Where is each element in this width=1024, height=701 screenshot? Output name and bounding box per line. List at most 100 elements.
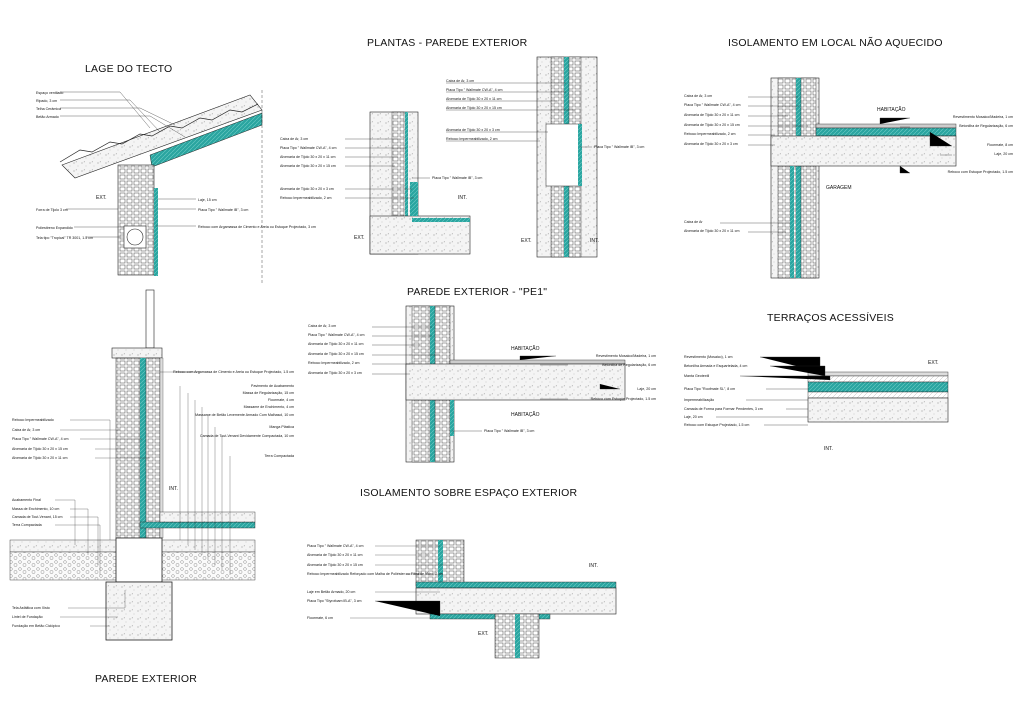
section-lage-do-tecto: LAGE DO TECTO EXT. Espaço ventilado Ripa… (36, 63, 316, 285)
svg-text:Reboco Impermeabilizado Reforç: Reboco Impermeabilizado Reforçado com Ma… (307, 572, 443, 576)
plantas-right-labels: Caixa de Ar, 3 cm Placa Tipo " Wallmate … (446, 79, 644, 149)
svg-text:Alvenaria de Tijolo 30 x 20 x: Alvenaria de Tijolo 30 x 20 x 15 cm (12, 447, 68, 451)
int-label-espaco: INT. (589, 563, 598, 569)
int-label-parede: INT. (169, 486, 178, 492)
svg-text:Reboco com Estuque Projectado,: Reboco com Estuque Projectado, 1.5 cm (684, 423, 749, 427)
svg-text:Espaço ventilado: Espaço ventilado (36, 91, 63, 95)
svg-text:Placa Tipo " Wallmate CW-A", 4: Placa Tipo " Wallmate CW-A", 4 cm (684, 103, 740, 107)
garagem-label: GARAGEM (826, 185, 852, 191)
parede-brick-outer (115, 357, 141, 539)
svg-text:Reboco com Estuque Projectado,: Reboco com Estuque Projectado, 1.5 cm (948, 170, 1013, 174)
svg-text:Pavimento de Acabamento: Pavimento de Acabamento (251, 384, 294, 388)
svg-text:Placa Tipo " Wallmate CW-A", 4: Placa Tipo " Wallmate CW-A", 4 cm (307, 544, 363, 548)
svg-text:Alvenaria de Tijolo 30 x 20 x: Alvenaria de Tijolo 30 x 20 x 11 cm (307, 553, 362, 557)
espaco-labels: Placa Tipo " Wallmate CW-A", 4 cm Alvena… (307, 544, 443, 620)
svg-text:Betonilha de Regularização, 6: Betonilha de Regularização, 6 cm (959, 124, 1013, 128)
svg-text:Tela Asfáltica com Xisto: Tela Asfáltica com Xisto (12, 606, 50, 610)
parede-left-labels: Reboco Impermeabilizado Caixa de Ar, 3 c… (12, 418, 68, 628)
svg-text:Tela tipo "Tropical" TR 3001,: Tela tipo "Tropical" TR 3001, 1.5 cm (36, 236, 93, 240)
svg-text:Placa Tipo " Wallmate IB", 3 c: Placa Tipo " Wallmate IB", 3 cm (198, 208, 248, 212)
svg-text:Massame de Betão Levemente Arm: Massame de Betão Levemente Armado Com Ma… (195, 413, 294, 417)
habitacao-label-na: HABITAÇÃO (877, 106, 906, 113)
svg-text:Betão Armado: Betão Armado (36, 115, 59, 119)
svg-text:Caixa de Ar: Caixa de Ar (684, 220, 703, 224)
title-parede-exterior: PAREDE EXTERIOR (95, 673, 197, 685)
svg-text:Alvenaria de Tijolo 30 x 20 x: Alvenaria de Tijolo 30 x 20 x 15 cm (308, 352, 364, 356)
svg-text:Placa Tipo " Wallmate IB", 3 c: Placa Tipo " Wallmate IB", 3 cm (594, 145, 644, 149)
int-label-plantas-2: INT. (590, 238, 599, 244)
wall-insulation (154, 188, 158, 276)
ext-label-lage: EXT. (96, 195, 107, 201)
svg-text:Impermeabilização: Impermeabilização (684, 398, 714, 402)
svg-text:Caixa de Ar, 3 cm: Caixa de Ar, 3 cm (684, 94, 712, 98)
svg-text:Alvenaria de Tijolo 30 x 20 x: Alvenaria de Tijolo 30 x 20 x 15 cm (307, 563, 363, 567)
svg-text:Fundação em Betão Ciclópico: Fundação em Betão Ciclópico (12, 624, 60, 628)
svg-text:Caixa de Ar, 3 cm: Caixa de Ar, 3 cm (280, 137, 308, 141)
svg-text:Lintel de Fundação: Lintel de Fundação (12, 615, 43, 619)
svg-text:Reboco Impermeabilizado, 2 cm: Reboco Impermeabilizado, 2 cm (446, 137, 498, 141)
svg-text:Manga Plástica: Manga Plástica (269, 425, 294, 429)
svg-text:Floormate, 6 cm: Floormate, 6 cm (307, 616, 333, 620)
svg-text:Reboco Impermeabilizado, 2 cm: Reboco Impermeabilizado, 2 cm (684, 132, 736, 136)
svg-text:Manta Geotextil: Manta Geotextil (684, 374, 709, 378)
svg-text:Caixa de Ar, 3 cm: Caixa de Ar, 3 cm (12, 428, 40, 432)
svg-text:Massa de Regularização, 15 cm: Massa de Regularização, 15 cm (243, 391, 294, 395)
svg-text:Placa Tipo " Wallmate IB", 3 c: Placa Tipo " Wallmate IB", 3 cm (432, 176, 482, 180)
window-detail (126, 228, 144, 246)
svg-text:Terra Compactada: Terra Compactada (12, 523, 42, 527)
roof-tiles (59, 103, 259, 163)
pe1-left-labels: Caixa de Ar, 3 cm Placa Tipo " Wallmate … (308, 324, 534, 433)
int-label-plantas: INT. (458, 195, 467, 201)
svg-text:Caixa de Ar, 3 cm: Caixa de Ar, 3 cm (308, 324, 336, 328)
ext-label-espaco: EXT. (478, 631, 489, 637)
svg-text:Laje, 15 cm: Laje, 15 cm (198, 198, 217, 202)
svg-text:Alvenaria de Tijolo 30 x 20 x: Alvenaria de Tijolo 30 x 20 x 11 cm (684, 113, 739, 117)
svg-text:Alvenaria de Tijolo 30 x 20 x: Alvenaria de Tijolo 30 x 20 x 11 cm (308, 342, 363, 346)
terracos-labels: Revestimento (Mosaico), 1 cm Betonilha A… (684, 355, 763, 427)
svg-text:Acabamento Final: Acabamento Final (12, 498, 41, 502)
section-parede-exterior: PAREDE EXTERIOR INT. Reboco Impermeabili… (9, 289, 294, 685)
section-pe1: PAREDE EXTERIOR - "PE1" HABITAÇÃO HABITA… (308, 286, 656, 463)
svg-text:Alvenaria de Tijolo 30 x 20 x: Alvenaria de Tijolo 30 x 20 x 11 cm (12, 456, 67, 460)
svg-text:Placa Tipo " Wallmate CW-A", 4: Placa Tipo " Wallmate CW-A", 4 cm (446, 88, 502, 92)
svg-text:Laje em Betão Armado, 20 cm: Laje em Betão Armado, 20 cm (307, 590, 355, 594)
pe1-right-labels: Revestimento Mosaico/Madeira, 1 cm Beton… (591, 354, 656, 401)
section-plantas-parede-exterior: PLANTAS - PAREDE EXTERIOR INT. EXT. Caix… (280, 37, 644, 258)
svg-text:Floormate, 8 cm: Floormate, 8 cm (987, 143, 1013, 147)
svg-text:Laje, 20 cm: Laje, 20 cm (637, 387, 656, 391)
svg-text:Reboco com Argamassa de Ciment: Reboco com Argamassa de Cimento e Areia … (173, 370, 294, 374)
svg-text:Alvenaria de Tijolo 30 x 20 x: Alvenaria de Tijolo 30 x 20 x 3 cm (684, 142, 738, 146)
svg-text:Alvenaria de Tijolo 30 x 20 x: Alvenaria de Tijolo 30 x 20 x 15 cm (280, 164, 336, 168)
svg-text:Revestimento Mosaico/Madeira,: Revestimento Mosaico/Madeira, 1 cm (953, 115, 1013, 119)
section-local-nao-aquecido: ISOLAMENTO EM LOCAL NÃO AQUECIDO HABITAÇ… (684, 36, 1013, 279)
section-terracos: TERRAÇOS ACESSÍVEIS EXT. INT. Revestimen… (684, 311, 949, 452)
svg-text:Alvenaria de Tijolo 30 x 20 x: Alvenaria de Tijolo 30 x 20 x 15 cm (684, 123, 740, 127)
svg-text:Placa Tipo " Wallmate CW-A", 4: Placa Tipo " Wallmate CW-A", 4 cm (280, 146, 336, 150)
svg-text:Reboco com Argamassa de Ciment: Reboco com Argamassa de Cimento e Areia … (198, 225, 316, 229)
svg-text:Poliestireno Expandido: Poliestireno Expandido (36, 226, 73, 230)
svg-text:Revestimento (Mosaico), 1 cm: Revestimento (Mosaico), 1 cm (684, 355, 733, 359)
svg-text:Floormate, 4 cm: Floormate, 4 cm (268, 398, 294, 402)
na-right-labels: Revestimento Mosaico/Madeira, 1 cm Beton… (948, 115, 1013, 174)
svg-text:Massame de Enchimento, 4 cm: Massame de Enchimento, 4 cm (244, 405, 294, 409)
parede-right-labels: Reboco com Argamassa de Cimento e Areia … (173, 370, 294, 458)
lage-labels: Espaço ventilado Ripado, 3 cm Telha Cerâ… (36, 91, 316, 240)
ext-label-plantas-2: EXT. (521, 238, 532, 244)
svg-text:Massa de Enchimento, 10 cm: Massa de Enchimento, 10 cm (12, 507, 59, 511)
svg-text:Betonilha de Regularização, 6: Betonilha de Regularização, 6 cm (602, 363, 656, 367)
svg-text:Placa Tipo " Wallmate CW-A", 4: Placa Tipo " Wallmate CW-A", 4 cm (308, 333, 364, 337)
ext-label-terracos: EXT. (928, 360, 939, 366)
fundacao-lintel (115, 537, 163, 583)
wall-brick (117, 164, 155, 276)
title-terracos: TERRAÇOS ACESSÍVEIS (767, 311, 894, 324)
habitacao2-label-pe1: HABITAÇÃO (511, 411, 540, 418)
title-pe1: PAREDE EXTERIOR - "PE1" (407, 286, 547, 298)
section-espaco-exterior: ISOLAMENTO SOBRE ESPAÇO EXTERIOR INT. EX… (307, 487, 617, 659)
svg-text:Alvenaria de Tijolo 30 x 20 x: Alvenaria de Tijolo 30 x 20 x 3 cm (446, 128, 500, 132)
svg-text:Laje, 20 cm: Laje, 20 cm (684, 415, 703, 419)
svg-text:Reboco Impermeabilizado: Reboco Impermeabilizado (12, 418, 54, 422)
svg-text:Camada de Tout-Venant Devidame: Camada de Tout-Venant Devidamente Compac… (200, 434, 294, 438)
svg-text:Alvenaria de Tijolo 30 x 20 x: Alvenaria de Tijolo 30 x 20 x 3 cm (308, 371, 362, 375)
svg-text:Reboco Impermeabilizado, 2 cm: Reboco Impermeabilizado, 2 cm (308, 361, 360, 365)
